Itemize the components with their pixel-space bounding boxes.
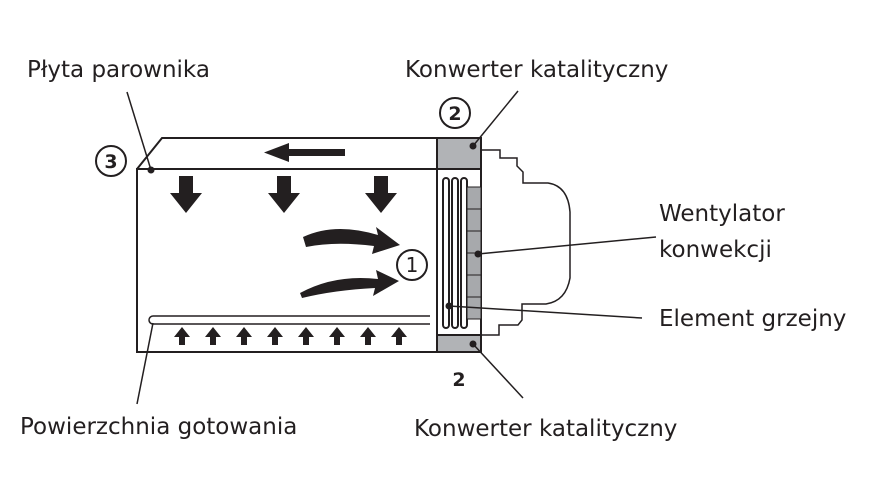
marker-2-bottom: 2: [452, 369, 465, 391]
svg-text:2: 2: [448, 103, 461, 125]
convection-fan: [466, 186, 482, 320]
up-arrow: [360, 327, 376, 345]
leader-lines: [126, 90, 657, 405]
duct-arrow-left: [264, 143, 345, 162]
label-catalytic-converter-top: Konwerter katalityczny: [405, 57, 668, 83]
label-convection-fan-line2: konwekcji: [659, 237, 772, 263]
catalytic-converter-top: [436, 137, 482, 170]
up-arrow: [174, 327, 190, 345]
down-arrow: [365, 176, 397, 213]
up-arrow: [267, 327, 283, 345]
curved-arrow: [300, 270, 399, 298]
leader-dots: [147, 142, 482, 348]
cooking-surface-tube: [148, 315, 430, 325]
evaporator-plate: [136, 137, 437, 170]
fan-housing: [481, 149, 571, 336]
up-arrow: [236, 327, 252, 345]
marker-2-top: 2: [439, 97, 471, 129]
up-arrow: [329, 327, 345, 345]
up-arrows: [174, 327, 407, 345]
curved-arrow: [303, 227, 400, 254]
down-arrow: [268, 176, 300, 213]
catalytic-converter-bottom: [436, 334, 482, 353]
up-arrow: [298, 327, 314, 345]
label-evaporator-plate: Płyta parownika: [27, 57, 210, 83]
curved-airflow-arrows: [300, 227, 400, 298]
marker-1: 1: [396, 249, 428, 281]
label-convection-fan-line1: Wentylator: [659, 201, 785, 227]
up-arrow: [391, 327, 407, 345]
label-catalytic-converter-bottom: Konwerter katalityczny: [414, 416, 677, 442]
marker-3: 3: [95, 145, 127, 177]
label-cooking-surface: Powierzchnia gotowania: [20, 414, 297, 440]
heating-element: [442, 177, 468, 329]
label-heating-element: Element grzejny: [659, 306, 846, 332]
svg-text:1: 1: [406, 253, 419, 277]
up-arrow: [205, 327, 221, 345]
down-arrow: [170, 176, 202, 213]
down-arrows: [170, 176, 397, 213]
svg-text:3: 3: [104, 151, 117, 173]
